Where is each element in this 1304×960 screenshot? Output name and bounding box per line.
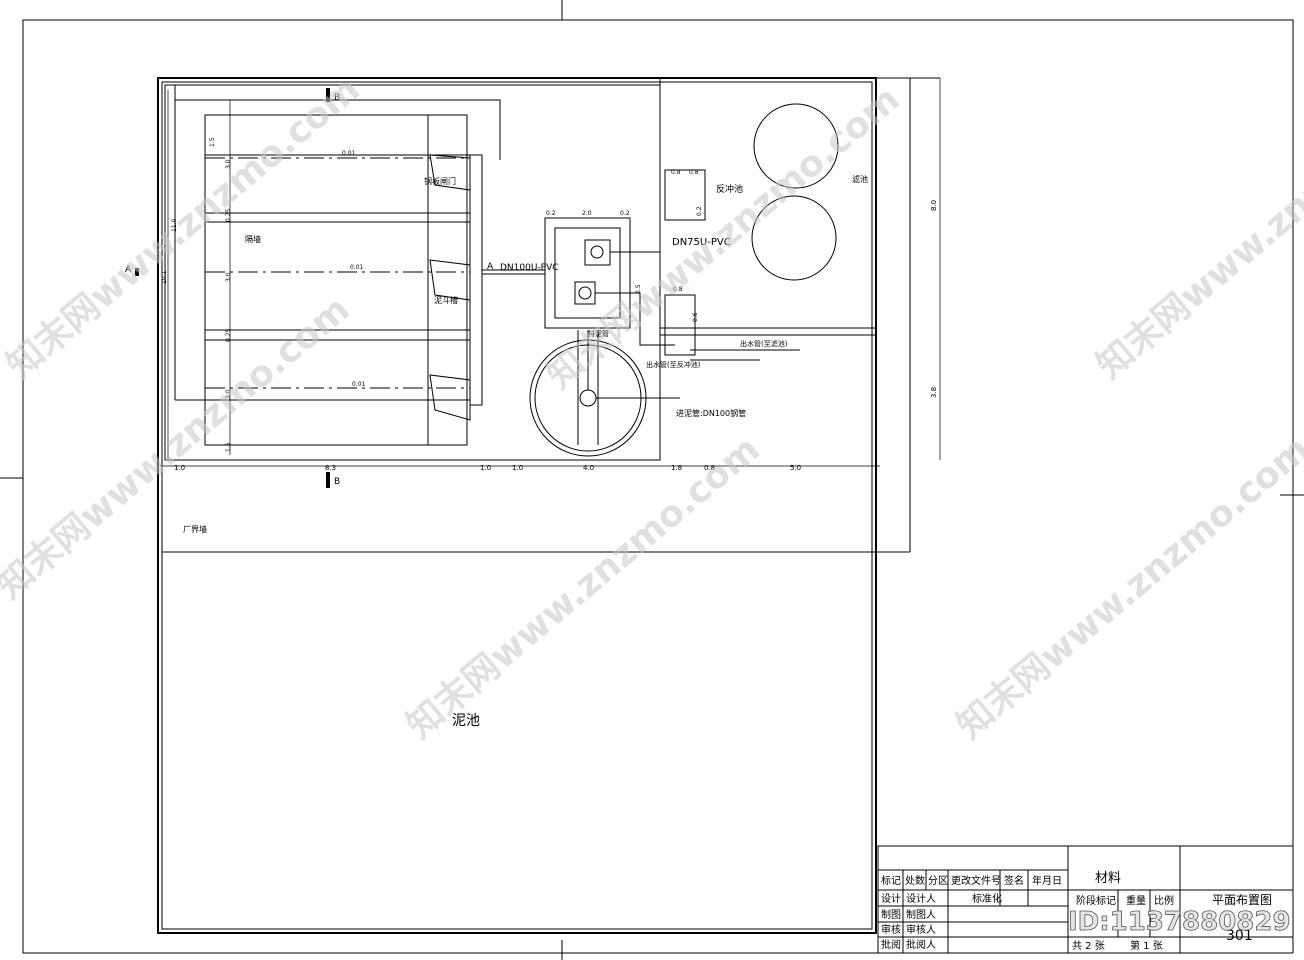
dim-p4: 0.8 xyxy=(671,169,681,176)
steel-gate-label: 钢板闸门 xyxy=(424,176,456,186)
dim-l2: 0.25 xyxy=(225,208,232,222)
tb-r1: 制图 xyxy=(881,908,901,921)
dim-l8: 10.1 xyxy=(161,270,168,284)
tb-role0: 设计人 xyxy=(906,892,936,905)
slope-label-2: 0.01 xyxy=(350,264,364,271)
sludge-inlet-label: 进泥管:DN100钢管 xyxy=(676,408,746,418)
dim-p3: 2.5 xyxy=(635,284,642,294)
watermark-6: 知末网www.znzmo.com xyxy=(949,429,1304,747)
tb-id: ID:1137880829 xyxy=(1068,907,1291,937)
dim-l3: 3.0 xyxy=(225,272,232,282)
dim-r0: 8.0 xyxy=(930,200,938,211)
filter-pond-label: 滤池 xyxy=(852,174,868,184)
backwash-pond-label: 反冲池 xyxy=(716,183,743,195)
partition-wall-label: 隔墙 xyxy=(245,234,261,244)
tb-role3: 批阅人 xyxy=(906,938,936,951)
tb-h3: 更改文件号 xyxy=(951,874,1001,887)
tb-standardize: 标准化 xyxy=(972,892,1002,905)
section-b-top: B xyxy=(334,93,340,103)
tb-h5: 年月日 xyxy=(1032,874,1062,887)
dim-b5: 1.8 xyxy=(671,464,682,472)
dim-l1: 3.0 xyxy=(225,159,232,169)
title-block xyxy=(877,845,1294,954)
section-b-bottom: B xyxy=(334,477,340,487)
factory-wall-label: 厂界墙 xyxy=(183,524,207,534)
factory-wall xyxy=(157,77,940,934)
dim-r1: 3.8 xyxy=(930,387,938,398)
drawing-labels: 泥池 滤池 反冲池 厂界墙 钢板闸门 隔墙 泥斗槽 DN100U-PVC DN7… xyxy=(183,150,868,729)
dimension-texts-bottom: 1.0 8.3 1.0 1.0 4.0 1.8 0.8 5.0 8.0 3.8 … xyxy=(161,137,938,472)
tb-drawing-no: 301 xyxy=(1226,928,1253,944)
tb-scale: 比例 xyxy=(1154,894,1174,907)
dim-b7: 5.0 xyxy=(790,464,801,472)
dim-p2: 0.2 xyxy=(620,210,630,217)
outlet-pipe-filter-label: 出水管(至滤池) xyxy=(740,339,788,348)
dim-b2: 1.0 xyxy=(480,464,491,472)
pipe-dn75u-label: DN75U-PVC xyxy=(672,237,731,248)
tb-r3: 批阅 xyxy=(881,938,901,951)
tb-weight: 重量 xyxy=(1126,894,1146,907)
dim-p8: 0.2 xyxy=(696,206,703,216)
slope-label-1: 0.01 xyxy=(342,150,356,157)
section-a-right: A xyxy=(487,262,494,272)
dim-l6: 1.5 xyxy=(225,442,232,452)
dim-p1: 2.0 xyxy=(582,210,592,217)
title-block-text: 标记 处数 分区 更改文件号 签名 年月日 设计 制图 审核 批阅 设计人 制图… xyxy=(881,871,1291,952)
sludge-outlet-label: 排泥管 xyxy=(588,329,609,338)
section-markers: B B A A xyxy=(125,88,494,488)
watermark-5: 知末网www.znzmo.com xyxy=(399,429,767,747)
dim-l7: 11.0 xyxy=(171,218,178,232)
dim-b0: 1.0 xyxy=(174,464,185,472)
tb-r2: 审核 xyxy=(881,923,901,936)
tb-title: 平面布置图 xyxy=(1212,893,1272,907)
tb-h4: 签名 xyxy=(1004,874,1024,887)
watermark-2: 知末网www.znzmo.com xyxy=(539,79,907,397)
dimension-lines xyxy=(160,78,941,467)
dim-p0: 0.2 xyxy=(546,210,556,217)
tb-sheet-total: 共 2 张 xyxy=(1072,940,1105,952)
tb-h2: 分区 xyxy=(928,875,948,887)
sludge-trough-label: 泥斗槽 xyxy=(434,295,458,305)
tb-h1: 处数 xyxy=(905,874,925,887)
dim-b3: 1.0 xyxy=(512,464,523,472)
sedimentation-tank xyxy=(164,84,661,461)
tb-h0: 标记 xyxy=(881,875,901,887)
tb-sheet-no: 第 1 张 xyxy=(1130,939,1163,952)
watermarks: 知末网www.znzmo.com 知末网www.znzmo.com 知末网www… xyxy=(0,69,1304,747)
tb-role2: 审核人 xyxy=(906,923,936,936)
tb-material: 材料 xyxy=(1095,871,1121,886)
tb-stage: 阶段标记 xyxy=(1076,894,1116,907)
dim-b6: 0.8 xyxy=(704,464,715,472)
outlet-pipe-backwash-label: 出水管(至反冲池) xyxy=(646,360,701,369)
dim-l4: 0.25 xyxy=(225,328,232,342)
dim-p7: 0.6 xyxy=(692,312,699,322)
dim-l0: 1.5 xyxy=(209,137,216,147)
tb-role1: 制图人 xyxy=(906,908,936,921)
mud-pond-label: 泥池 xyxy=(452,713,480,729)
watermark-3: 知末网www.znzmo.com xyxy=(1089,69,1304,387)
dim-p6: 0.8 xyxy=(673,286,683,293)
dim-p5: 0.8 xyxy=(689,169,699,176)
tb-r0: 设计 xyxy=(881,892,901,905)
dim-b4: 4.0 xyxy=(583,464,594,472)
dim-b1: 8.3 xyxy=(325,464,336,472)
filter-ponds xyxy=(659,77,877,361)
thickener xyxy=(529,330,680,457)
section-a-left: A xyxy=(125,265,132,275)
slope-label-3: 0.01 xyxy=(352,381,366,388)
dim-l5: 3.0 xyxy=(225,389,232,399)
pipe-dn100u-label: DN100U-PVC xyxy=(500,263,559,273)
